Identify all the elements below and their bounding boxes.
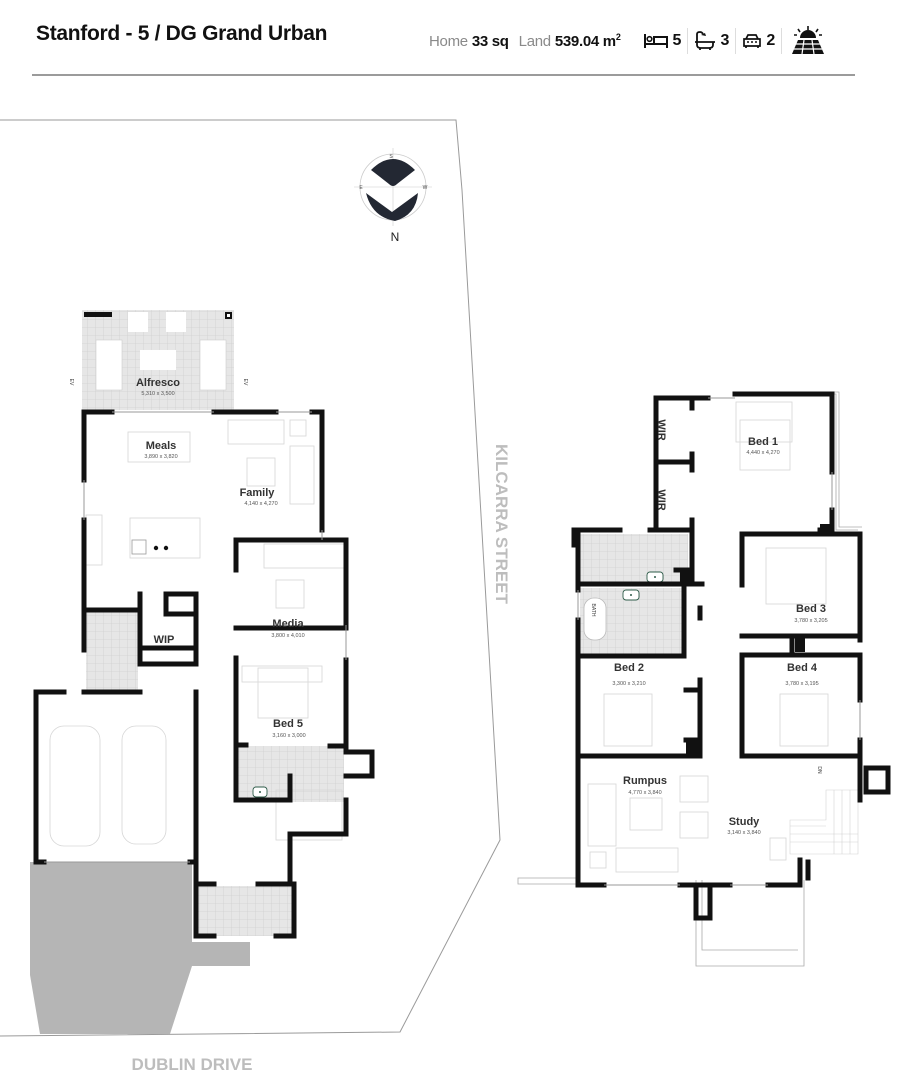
room-alfresco: Alfresco [136, 377, 180, 389]
first-floor-room-labels: Bed 1 4,440 x 4,270 WIR WIR Bed 3 3,780 … [612, 419, 827, 836]
page-title: Stanford - 5 / DG Grand Urban [36, 22, 328, 45]
bathrooms-count: 3 [687, 28, 735, 54]
solar-feature [781, 26, 834, 55]
street-label-side: KILCARRA STREET [492, 444, 511, 605]
bedrooms-count: 5 [637, 28, 688, 54]
garage-count: 2 [735, 28, 781, 54]
header: Stanford - 5 / DG Grand Urban Home 33 sq… [0, 0, 901, 76]
room-media: Media [272, 618, 304, 630]
room-bed-1-dims: 4,440 x 4,270 [746, 450, 779, 456]
floor-plan: S E W N KILCARRA STREET DUBLIN DRIVE EV … [0, 119, 891, 1074]
land-value: 539.04 m2 [554, 32, 621, 50]
property-specs: Home 33 sq Land 539.04 m2 5 3 2 [429, 26, 834, 55]
room-wir-lower: WIR [655, 489, 667, 510]
bath-label: BATH [590, 604, 596, 617]
land-label: Land [518, 32, 551, 50]
room-bed-3-dims: 3,780 x 3,205 [794, 618, 827, 624]
stair-down-label: DN [816, 766, 822, 774]
bath-icon [695, 31, 716, 50]
compass-s-label: S [389, 154, 393, 160]
first-floor-plan: BATH DN [517, 391, 891, 967]
ev-charger-label-right: EV [242, 379, 248, 386]
room-bed-1: Bed 1 [748, 436, 778, 448]
compass-w-label: W [423, 185, 428, 191]
compass: S E W N [354, 148, 432, 244]
room-study: Study [729, 816, 760, 828]
room-meals: Meals [146, 440, 177, 452]
room-bed-2-dims: 3,300 x 3,210 [612, 681, 645, 687]
ground-floor-room-labels: Alfresco 5,310 x 3,500 Meals 3,890 x 3,8… [136, 377, 306, 739]
header-divider [32, 74, 855, 76]
room-wir-upper: WIR [655, 419, 667, 440]
driveway [30, 862, 250, 1034]
room-bed-3: Bed 3 [796, 603, 826, 615]
room-family-dims: 4,140 x 4,270 [244, 501, 277, 507]
room-bed-4-dims: 3,780 x 3,195 [785, 681, 818, 687]
room-wip: WIP [154, 634, 175, 646]
room-alfresco-dims: 5,310 x 3,500 [141, 391, 174, 397]
solar-panel-icon [792, 26, 825, 55]
home-value: 33 sq [471, 32, 509, 50]
room-rumpus: Rumpus [623, 775, 667, 787]
room-bed-5: Bed 5 [273, 718, 303, 730]
room-bed-5-dims: 3,160 x 3,000 [272, 733, 305, 739]
room-family: Family [240, 487, 276, 499]
room-rumpus-dims: 4,770 x 3,840 [628, 790, 661, 796]
compass-e-label: E [359, 185, 363, 191]
bed-icon [643, 34, 668, 48]
ground-floor-plan: EV EV [33, 310, 375, 939]
street-label-front: DUBLIN DRIVE [132, 1055, 253, 1074]
site-boundary [0, 119, 501, 1037]
compass-north-label: N [391, 230, 400, 244]
room-bed-2: Bed 2 [614, 662, 644, 674]
home-label: Home [429, 32, 468, 50]
ev-charger-label-left: EV [68, 379, 74, 386]
room-study-dims: 3,140 x 3,840 [727, 830, 760, 836]
car-icon [743, 34, 762, 48]
room-media-dims: 3,800 x 4,010 [271, 633, 304, 639]
room-bed-4: Bed 4 [787, 662, 818, 674]
room-meals-dims: 3,890 x 3,820 [144, 454, 177, 460]
